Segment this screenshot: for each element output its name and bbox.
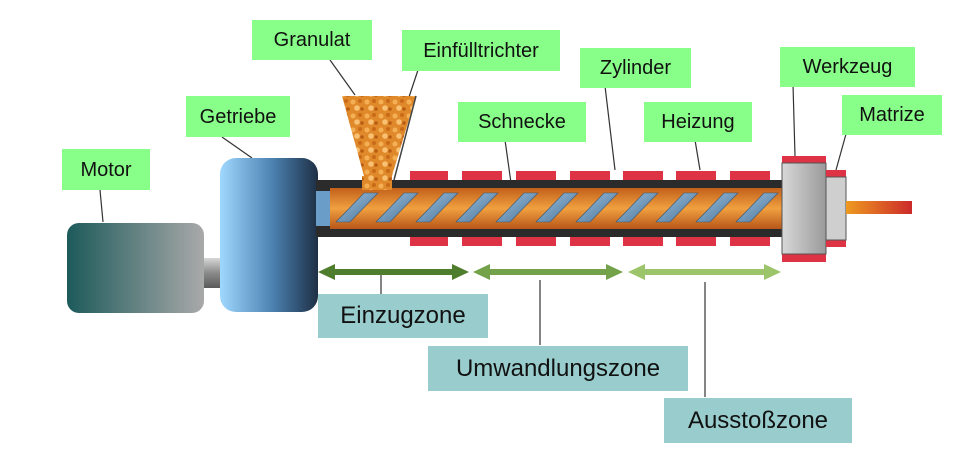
leader-lines bbox=[99, 59, 847, 397]
zone-einzugzone: Einzugzone bbox=[318, 294, 488, 338]
label-getriebe: Getriebe bbox=[186, 96, 290, 137]
arrow-ausstosszone bbox=[628, 264, 781, 280]
werkzeug-tool bbox=[781, 162, 827, 255]
label-zylinder: Zylinder bbox=[580, 48, 691, 88]
motor-body bbox=[67, 223, 204, 313]
label-schnecke: Schnecke bbox=[458, 102, 586, 142]
die-heater-bottom bbox=[826, 240, 846, 247]
label-granulat: Granulat bbox=[252, 20, 372, 60]
label-motor: Motor bbox=[62, 149, 150, 190]
heater-bands-bottom bbox=[410, 237, 770, 246]
hopper-neck bbox=[362, 176, 392, 190]
screw-shaft-end bbox=[316, 191, 330, 226]
screw-flights bbox=[335, 192, 779, 223]
die-heater-top bbox=[826, 170, 846, 177]
label-matrize: Matrize bbox=[842, 95, 942, 135]
zone-ausstosszone: Ausstoßzone bbox=[664, 398, 852, 443]
matrize-die bbox=[825, 176, 847, 241]
extruded-product bbox=[846, 201, 912, 214]
label-einfuelltrichter: Einfülltrichter bbox=[402, 30, 560, 71]
label-werkzeug: Werkzeug bbox=[780, 47, 915, 87]
zone-umwandlungszone: Umwandlungszone bbox=[428, 346, 688, 391]
gearbox-body bbox=[220, 158, 318, 312]
tool-heater-bottom bbox=[782, 254, 826, 262]
tool-heater-top bbox=[782, 156, 826, 164]
hopper-funnel bbox=[342, 96, 416, 176]
arrow-einzugzone bbox=[318, 264, 469, 280]
heater-bands-top bbox=[410, 171, 770, 180]
label-heizung: Heizung bbox=[644, 102, 752, 142]
hopper-wall bbox=[393, 95, 417, 181]
zone-arrows bbox=[318, 264, 781, 280]
arrow-umwandlungszone bbox=[473, 264, 623, 280]
